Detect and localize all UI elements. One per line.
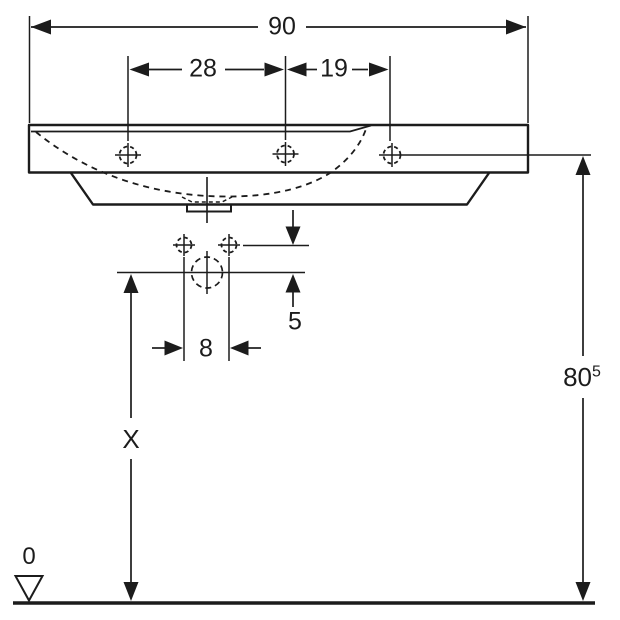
dim-tap-spacing-28	[127, 56, 287, 141]
dim-90-arrow-right	[506, 19, 526, 35]
washbasin-outline	[27, 123, 530, 223]
dim-rim-height-sup: 5	[592, 363, 601, 381]
dim-rim-height-805	[575, 156, 591, 601]
dim-overall-width	[28, 16, 529, 123]
fixing-hole-right	[218, 234, 240, 256]
dim-drain-offset-label: 5	[285, 309, 305, 335]
dim-rim-height-label: 805	[560, 364, 604, 390]
dim-19-arrow-right	[369, 62, 389, 77]
dim-90-arrow-left	[31, 19, 51, 35]
tap-hole-left	[115, 143, 141, 167]
dim-drain-offset-5	[285, 210, 301, 307]
dim-5-arrow-up	[285, 274, 301, 293]
dim-x-arrow-up	[123, 274, 139, 293]
dim-x-arrow-down	[123, 582, 139, 601]
dim-tap-spacing-right-label: 19	[317, 56, 351, 82]
dim-805-arrow-up	[575, 156, 591, 175]
floor-datum-label: 0	[19, 545, 39, 569]
fixing-hole-left	[173, 234, 195, 256]
basin-deck-inner-edge	[31, 124, 372, 133]
floor-datum-triangle	[13, 575, 45, 603]
drain-trap-outline	[186, 204, 232, 213]
dim-drain-height-label: X	[119, 426, 143, 452]
dim-805-arrow-down	[575, 582, 591, 601]
dim-rim-height-value: 80	[563, 362, 593, 392]
dim-tap-spacing-19	[287, 56, 391, 141]
bowl-profile-hidden-curve	[35, 128, 367, 198]
tap-hole-center	[272, 142, 299, 166]
dim-overall-width-label: 90	[265, 14, 299, 40]
dim-8-arrow-left-pointing	[230, 340, 249, 356]
dim-drain-height-x	[123, 274, 139, 601]
dim-tap-spacing-left-label: 28	[186, 56, 220, 82]
basin-body-outline	[70, 172, 490, 206]
dim-28-arrow-left	[129, 62, 149, 77]
dim-fixing-spacing-8	[152, 257, 261, 361]
dim-19-arrow-left	[287, 62, 307, 77]
dim-5-arrow-down	[285, 226, 301, 245]
basin-rim-outline	[27, 123, 530, 174]
dim-8-arrow-right-pointing	[164, 340, 183, 356]
dim-fixing-spacing-label: 8	[196, 336, 216, 362]
tap-hole-right	[379, 143, 405, 167]
dim-28-arrow-right	[264, 62, 284, 77]
